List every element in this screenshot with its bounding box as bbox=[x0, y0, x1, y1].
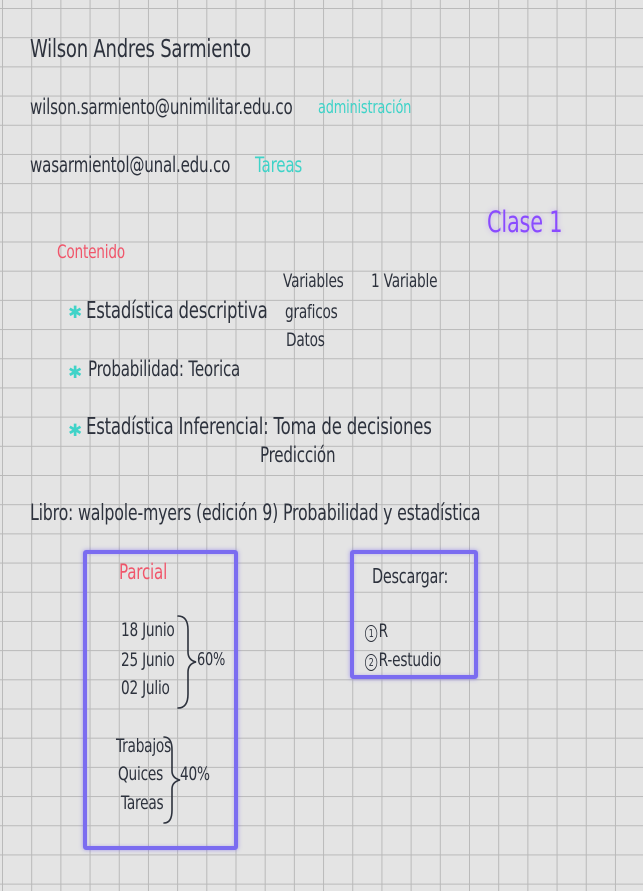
clase-label: Clase 1 bbox=[487, 205, 563, 239]
number-2-icon: 2 bbox=[365, 654, 378, 671]
parcial-item: Quices bbox=[118, 763, 164, 785]
descargar-title: Descargar: bbox=[372, 564, 449, 588]
author-name: Wilson Andres Sarmiento bbox=[30, 34, 251, 63]
parcial-date: 18 Junio bbox=[121, 619, 175, 641]
note-datos: Datos bbox=[286, 329, 325, 351]
email-unal: wasarmientol@unal.edu.co bbox=[30, 153, 231, 177]
note-1-variable: 1 Variable bbox=[371, 270, 438, 292]
parcial-title: Parcial bbox=[119, 560, 168, 584]
number-1-icon: 1 bbox=[365, 625, 378, 642]
item-estadistica-inferencial: Estadística Inferencial: Toma de decisio… bbox=[86, 414, 432, 440]
email-unal-tag: Tareas bbox=[255, 153, 303, 177]
parcial-date: 02 Julio bbox=[121, 677, 170, 699]
note-prediccion: Predicción bbox=[260, 443, 336, 467]
parcial-item: Trabajos bbox=[116, 735, 171, 757]
parcial-items-pct: 40% bbox=[180, 763, 210, 785]
bullet-star-icon: ✱ bbox=[68, 303, 83, 323]
bullet-star-icon: ✱ bbox=[68, 363, 83, 383]
brace-items-icon bbox=[163, 736, 181, 824]
contenido-heading: Contenido bbox=[57, 241, 125, 263]
note-graficos: graficos bbox=[285, 301, 338, 323]
email-unimilitar: wilson.sarmiento@unimilitar.edu.co bbox=[30, 95, 293, 119]
email-unimilitar-tag: administración bbox=[318, 97, 412, 118]
bullet-star-icon: ✱ bbox=[68, 421, 83, 441]
item-probabilidad: Probabilidad: Teorica bbox=[88, 357, 241, 381]
descargar-box bbox=[350, 550, 478, 679]
parcial-date: 25 Junio bbox=[121, 649, 175, 671]
parcial-box bbox=[83, 550, 238, 850]
parcial-item: Tareas bbox=[121, 792, 164, 814]
item-estadistica-descriptiva: Estadística descriptiva bbox=[86, 298, 268, 324]
brace-dates-icon bbox=[177, 615, 197, 709]
parcial-dates-pct: 60% bbox=[197, 649, 226, 670]
note-variables: Variables bbox=[283, 270, 344, 292]
libro-line: Libro: walpole-myers (edición 9) Probabi… bbox=[30, 501, 481, 526]
